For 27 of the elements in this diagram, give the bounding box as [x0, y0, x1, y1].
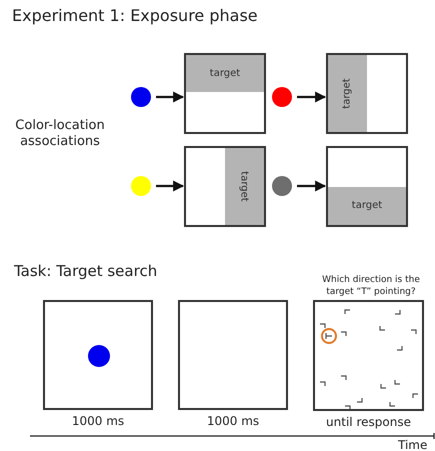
screen-frame: [184, 53, 266, 134]
screen-frame: [184, 146, 266, 227]
region-label: target: [342, 78, 353, 109]
duration-label: 1000 ms: [206, 414, 260, 428]
region-label: target: [239, 171, 250, 202]
section-heading: Task: Target search: [14, 262, 158, 281]
axis-label: Time: [398, 438, 428, 451]
arrow: [156, 180, 184, 192]
row-label: Color-location associations: [14, 118, 106, 150]
screen-frame: [43, 300, 153, 410]
color-circle: [272, 176, 292, 196]
color-circle: [272, 87, 292, 107]
screen-frame: [326, 146, 408, 227]
title: Experiment 1: Exposure phase: [12, 6, 258, 25]
color-circle: [131, 87, 151, 107]
arrow: [297, 180, 326, 192]
region-label: target: [352, 200, 382, 212]
color-circle: [88, 345, 110, 367]
arrow: [297, 92, 326, 102]
color-circle: [131, 176, 151, 196]
region-label: target: [210, 68, 240, 79]
screen-frame: [178, 300, 288, 410]
screen-frame: [326, 53, 408, 134]
duration-label: until response: [325, 415, 412, 429]
arrow: [156, 92, 184, 102]
question-text: Which direction is the target “T” pointing?: [321, 274, 421, 298]
duration-label: 1000 ms: [70, 414, 126, 428]
